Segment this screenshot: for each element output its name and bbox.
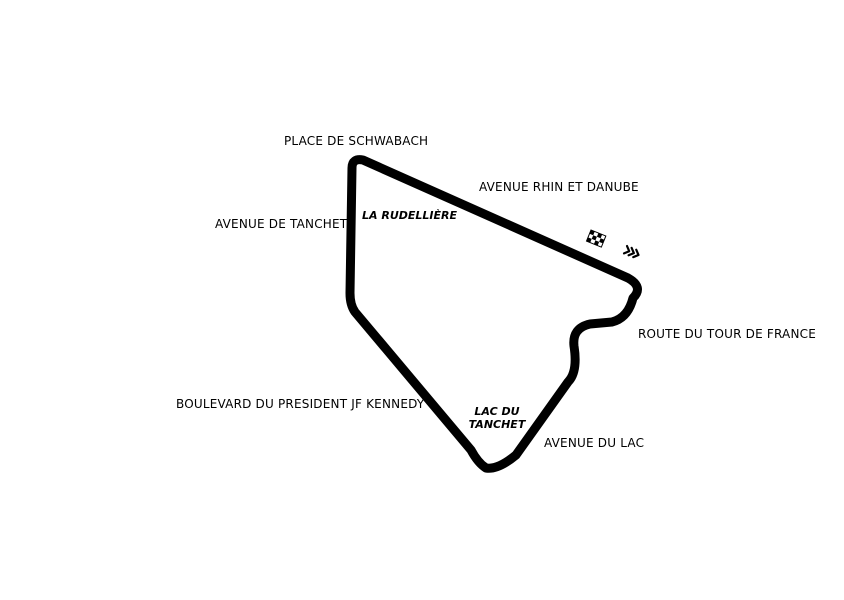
label-lac-du: LAC DU	[474, 405, 519, 418]
label-avenue-rhin-et-danube: AVENUE RHIN ET DANUBE	[479, 180, 639, 194]
label-boulevard-du-president-jf-kennedy: BOULEVARD DU PRESIDENT JF KENNEDY	[176, 397, 425, 411]
label-la-rudelliere: LA RUDELLIÈRE	[362, 208, 457, 222]
direction-chevrons-icon	[622, 244, 640, 259]
label-avenue-de-tanchet: AVENUE DE TANCHET	[215, 217, 348, 231]
label-tanchet: TANCHET	[469, 418, 527, 431]
label-place-de-schwabach: PLACE DE SCHWABACH	[284, 134, 428, 148]
circuit-track	[345, 155, 642, 473]
label-route-du-tour-de-france: ROUTE DU TOUR DE FRANCE	[638, 327, 816, 341]
label-avenue-du-lac: AVENUE DU LAC	[544, 436, 644, 450]
checkered-flag-icon	[585, 229, 607, 248]
